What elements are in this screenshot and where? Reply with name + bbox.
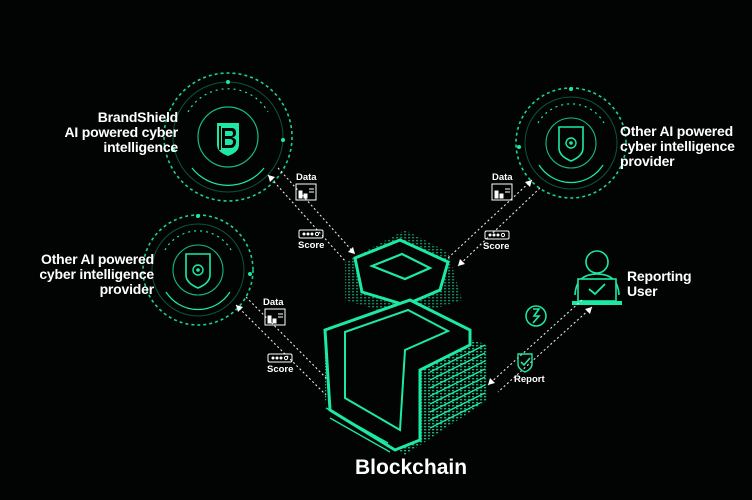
brandshield-node [163,72,293,202]
provider-right-label: Other AI powered cyber intelligence prov… [620,124,750,169]
brandshield-label-line: BrandShield [97,109,178,125]
score-password-icon [484,230,510,240]
brandshield-label: BrandShield AI powered cyber intelligenc… [40,110,178,155]
reporting-user-label-line: Reporting [627,268,692,284]
flow-label-data: Data [263,297,284,308]
flow-label-score: Score [267,364,294,375]
brandshield-label-line: AI powered cyber [64,124,178,140]
shield-icon [558,126,584,162]
provider-right-label-line: Other AI powered [620,123,733,139]
blockchain-block-icon [323,230,488,455]
flow-label-report: Report [514,374,545,385]
score-password-icon [267,353,293,363]
provider-left-node [142,214,254,326]
brandshield-logo-icon [217,123,239,156]
reporting-user-label: Reporting User [627,269,737,299]
token-circle-icon [525,305,547,327]
provider-left-label: Other AI powered cyber intelligence prov… [18,252,154,297]
provider-right-label-line: cyber intelligence [620,138,735,154]
report-check-icon [517,353,533,373]
reporting-user-label-line: User [627,283,658,299]
flow-label-score: Score [483,241,510,252]
blockchain-label: Blockchain [355,456,468,479]
provider-left-label-line: provider [99,281,155,297]
flow-label-score: Score [298,240,325,251]
provider-left-label-line: cyber intelligence [39,266,154,282]
provider-right-node [515,87,627,199]
flow-label-data: Data [296,172,317,183]
score-password-icon [298,229,324,239]
data-doc-icon [295,183,317,201]
provider-left-label-line: Other AI powered [41,251,154,267]
brandshield-label-line: intelligence [103,139,178,155]
flow-label-data: Data [492,172,513,183]
data-doc-icon [491,183,513,201]
provider-right-label-line: provider [620,153,675,169]
connectors [235,167,593,396]
user-laptop-icon [572,250,622,305]
shield-icon [185,253,211,289]
data-doc-icon [264,308,286,326]
